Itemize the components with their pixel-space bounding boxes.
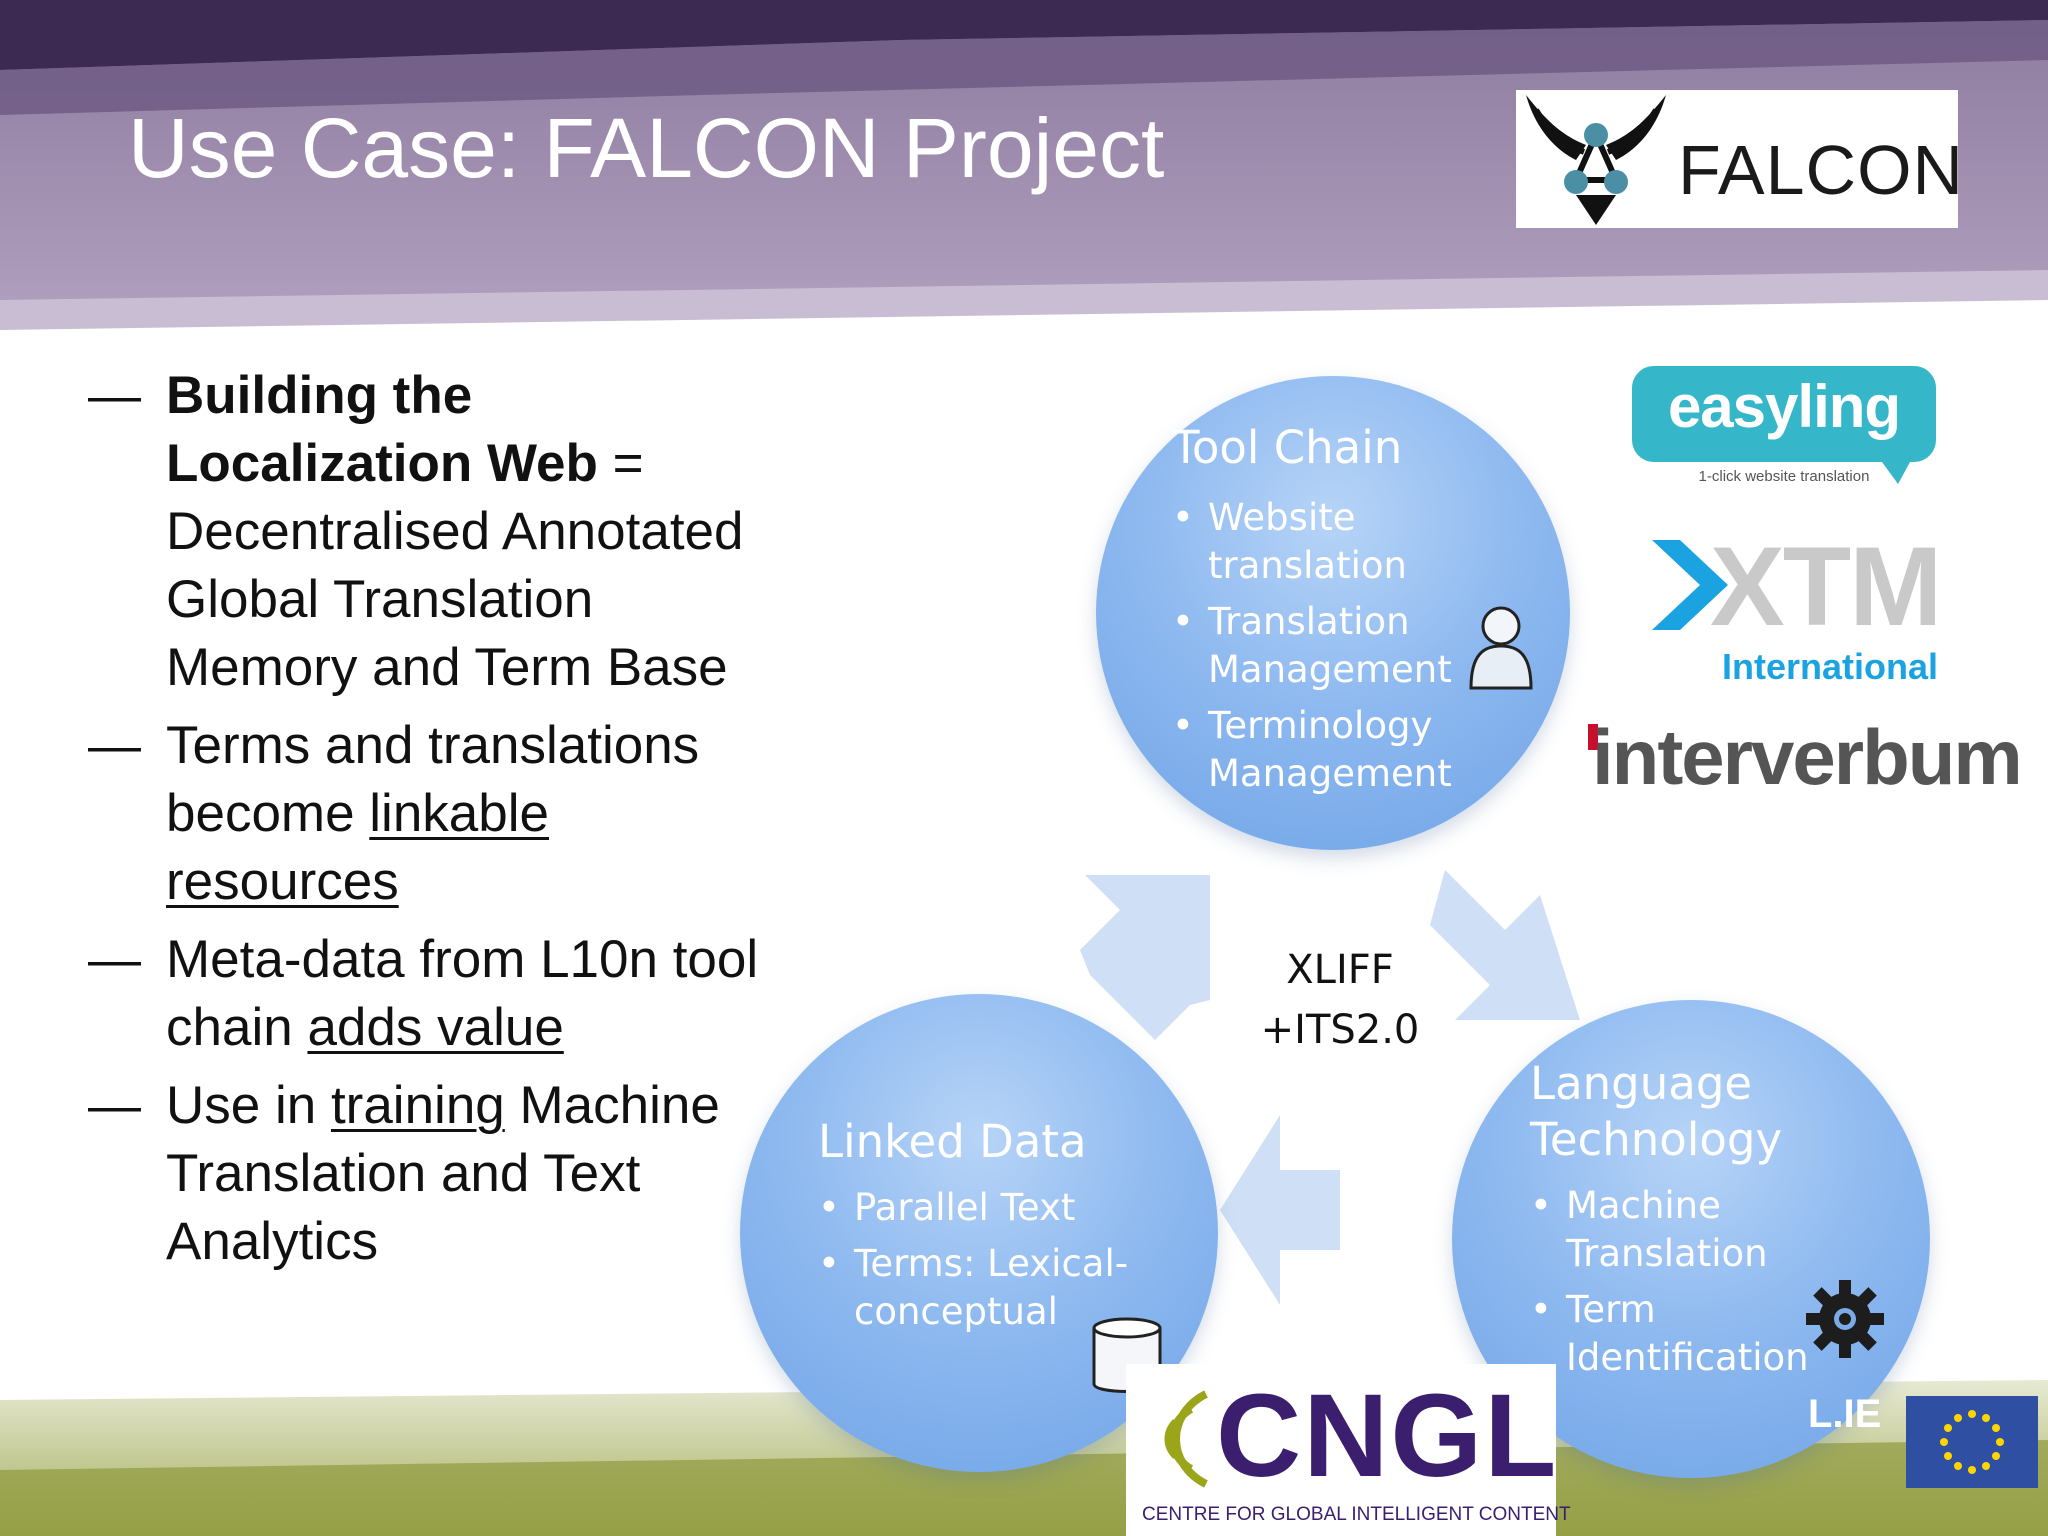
falcon-logo: FALCON	[1516, 90, 1963, 228]
xtm-logo-subtext: International	[1722, 646, 1939, 687]
cycle-arrows	[1080, 870, 1580, 1305]
arrow-left-icon	[1220, 1115, 1340, 1305]
xtm-logo-text: XTM	[1710, 524, 1942, 649]
falcon-logo-text: FALCON	[1678, 131, 1965, 209]
person-icon	[1469, 606, 1533, 690]
bullet-text: Use in	[166, 1076, 331, 1135]
bullet-underlined-text: linkable resources	[166, 784, 550, 911]
interverbum-logo: interverbum	[1588, 712, 2028, 812]
language-technology-item: Machine Translation	[1530, 1182, 1910, 1278]
cngl-url-fragment: L.IE	[1808, 1392, 1882, 1436]
tool-chain-title: Tool Chain	[1172, 421, 1403, 474]
interverbum-mark-icon	[1588, 724, 1598, 750]
bullet-underlined-text: adds value	[307, 998, 564, 1057]
bullet-underlined-text: training	[330, 1076, 505, 1135]
bullet-dash: —	[88, 716, 141, 775]
falcon-bird-icon	[1526, 95, 1666, 225]
easyling-logo-text: easyling	[1667, 373, 1901, 440]
tool-chain-item: Translation Management	[1172, 598, 1552, 694]
tool-chain-circle: Tool Chain Website translation Translati…	[1096, 376, 1570, 850]
eu-flag-icon	[1906, 1396, 2038, 1488]
bullet-dash: —	[88, 366, 141, 425]
cngl-logo-text: CNGL	[1216, 1370, 1559, 1502]
easyling-logo: easyling 1-click website translation	[1632, 366, 1936, 486]
bullet-text: = Decentralised Annotated Global Transla…	[166, 434, 744, 697]
bullet-list: — Building the Localization Web = Decent…	[88, 362, 778, 1276]
linked-data-title: Linked Data	[818, 1115, 1087, 1168]
tool-chain-item: Website translation	[1172, 494, 1552, 590]
bullet-item: — Terms and translations become linkable…	[88, 712, 778, 916]
tool-chain-item: Terminology Management	[1172, 702, 1552, 798]
bullet-dash: —	[88, 930, 141, 989]
arrow-down-right-icon	[1430, 870, 1580, 1020]
linked-data-item: Parallel Text	[818, 1184, 1138, 1232]
cngl-logo-subtext: CENTRE FOR GLOBAL INTELLIGENT CONTENT	[1142, 1504, 1571, 1525]
bullet-text: Machine Translation and Text Analytics	[166, 1076, 720, 1271]
center-label-line1: XLIFF	[1286, 947, 1394, 993]
bullet-text: Terms and translations become	[166, 716, 700, 843]
xtm-logo: XTM International	[1652, 524, 1962, 690]
bullet-item: — Building the Localization Web = Decent…	[88, 362, 778, 702]
xtm-chevron-icon	[1652, 540, 1728, 630]
arrow-up-right-icon	[1080, 875, 1210, 1040]
bullet-item: — Meta-data from L10n tool chain adds va…	[88, 926, 778, 1062]
center-label-line2: +ITS2.0	[1260, 1007, 1420, 1053]
language-technology-item: Term Identification	[1530, 1286, 1910, 1382]
bullet-text: Meta-data from L10n tool chain	[166, 930, 759, 1057]
easyling-badge-icon	[1632, 366, 1936, 484]
easyling-tagline: 1-click website translation	[1698, 468, 1870, 485]
language-technology-circle: Language Technology Machine Translation …	[1452, 1000, 1930, 1478]
gear-icon	[1806, 1280, 1884, 1358]
slide-title: Use Case: FALCON Project	[128, 101, 1165, 195]
interverbum-logo-text: interverbum	[1592, 713, 2023, 801]
bullet-item: — Use in training Machine Translation an…	[88, 1072, 778, 1276]
bullet-dash: —	[88, 1076, 141, 1135]
language-technology-title-line2: Technology	[1530, 1113, 1783, 1166]
cngl-waves-icon	[1164, 1390, 1208, 1488]
center-label: XLIFF +ITS2.0	[1250, 940, 1430, 1060]
bullet-bold-text: Building the Localization Web	[166, 366, 598, 493]
language-technology-title-line1: Language	[1530, 1057, 1753, 1110]
cngl-logo: CNGL CENTRE FOR GLOBAL INTELLIGENT CONTE…	[1126, 1364, 1571, 1536]
linked-data-item: Terms: Lexical-conceptual	[818, 1240, 1138, 1336]
